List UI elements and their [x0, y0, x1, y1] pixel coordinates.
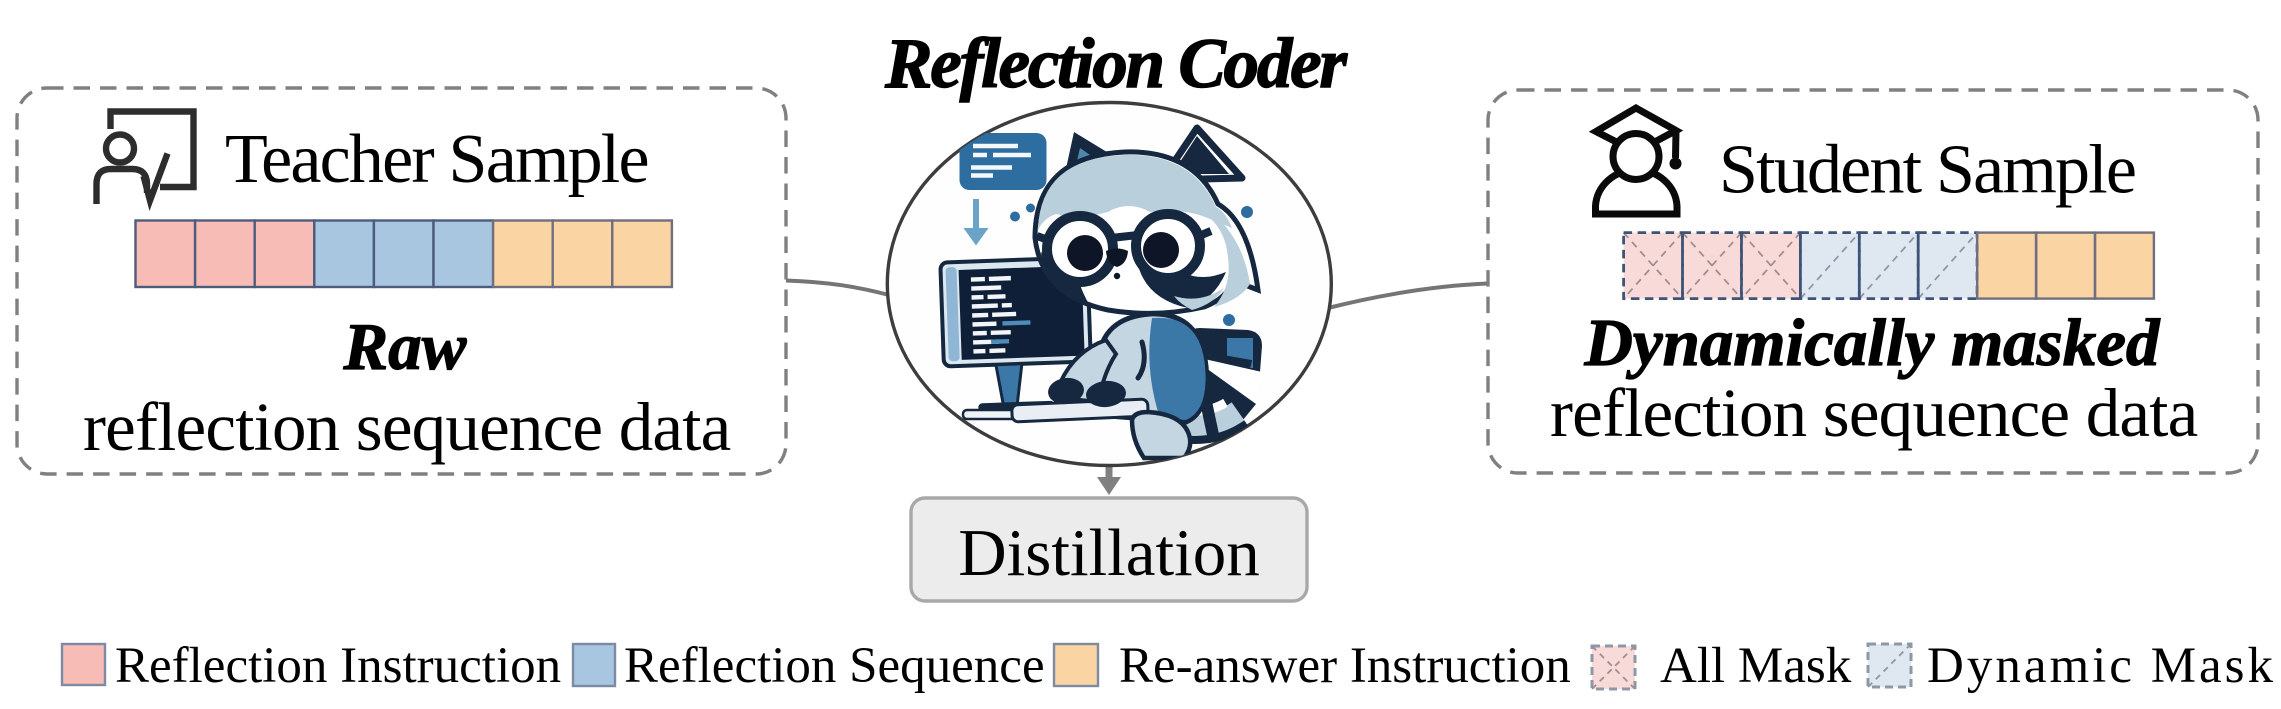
svg-text:All Mask: All Mask: [1660, 638, 1852, 694]
svg-text:Dynamically masked: Dynamically masked: [1584, 306, 2161, 380]
svg-text:Teacher Sample: Teacher Sample: [225, 121, 648, 198]
svg-text:reflection sequence data: reflection sequence data: [83, 389, 731, 465]
svg-text:Reflection Coder: Reflection Coder: [884, 25, 1348, 103]
svg-text:reflection sequence data: reflection sequence data: [1550, 375, 2198, 451]
svg-text:Raw: Raw: [343, 310, 467, 384]
svg-text:Re-answer Instruction: Re-answer Instruction: [1119, 638, 1571, 694]
svg-text:Student Sample: Student Sample: [1719, 132, 2135, 209]
svg-text:Dynamic Mask: Dynamic Mask: [1927, 638, 2276, 694]
svg-text:Reflection Instruction: Reflection Instruction: [115, 638, 561, 694]
svg-text:Reflection Sequence: Reflection Sequence: [624, 638, 1045, 694]
svg-text:Distillation: Distillation: [958, 516, 1260, 590]
